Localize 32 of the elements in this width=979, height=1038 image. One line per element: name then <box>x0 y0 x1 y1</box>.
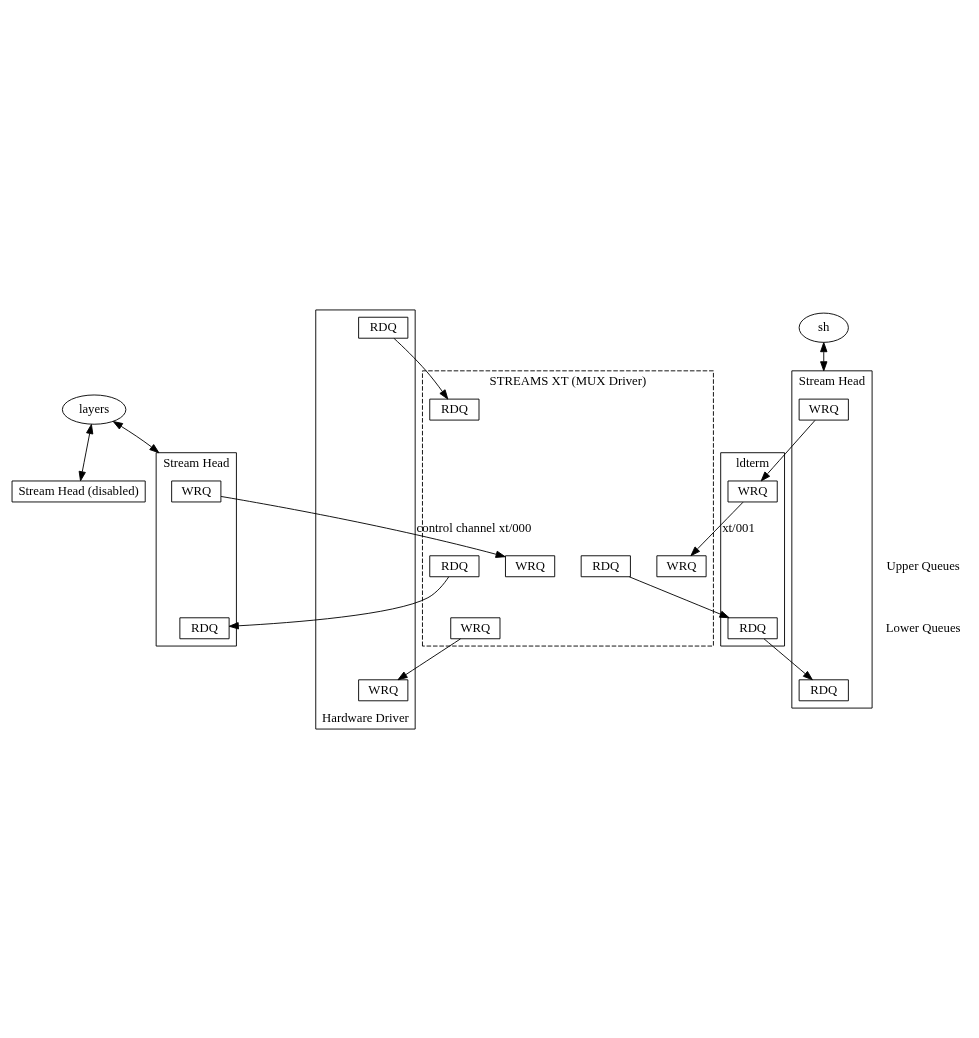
node-box: RDQ <box>429 554 480 577</box>
arrow <box>112 420 160 453</box>
node-box: RDQ <box>580 554 631 577</box>
node-box: RDQ <box>179 616 230 639</box>
arrow <box>220 495 506 558</box>
node-box: WRQ <box>505 554 556 577</box>
node-box: WRQ <box>450 616 501 639</box>
node-box: RDQ <box>727 616 778 639</box>
node-box: WRQ <box>656 554 707 577</box>
node-ellipse: sh <box>798 312 849 343</box>
node-box: Stream Head (disabled) <box>11 480 146 502</box>
node-box: RDQ <box>429 398 480 421</box>
arrow <box>760 419 816 481</box>
label: Upper Queues <box>886 558 960 573</box>
edge-label: control channel xt/000 <box>416 520 532 535</box>
node-ellipse: layers <box>61 394 127 425</box>
node-box: RDQ <box>358 316 409 339</box>
node-box: WRQ <box>798 398 849 421</box>
arrow <box>690 501 744 556</box>
arrow <box>820 341 828 371</box>
arrow <box>397 637 461 680</box>
label: Lower Queues <box>885 620 961 635</box>
node-box: WRQ <box>358 678 409 701</box>
arrow <box>78 423 94 481</box>
arrow <box>763 637 813 680</box>
node-box: RDQ <box>798 678 849 701</box>
edge-label: xt/001 <box>722 520 755 535</box>
node-box: WRQ <box>727 480 778 502</box>
arrow <box>393 337 449 399</box>
arrow <box>228 575 450 629</box>
arrow <box>628 575 730 618</box>
node-box: WRQ <box>171 480 222 502</box>
